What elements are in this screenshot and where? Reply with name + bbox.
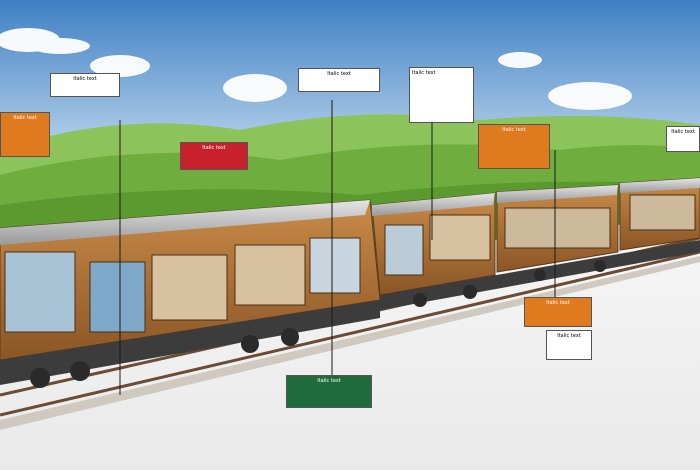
callout-line: Italic text bbox=[502, 127, 526, 133]
callout-line: Italic text bbox=[73, 76, 97, 82]
callout-line: Italic text bbox=[13, 115, 37, 121]
callout-line: Italic text bbox=[557, 333, 581, 339]
callout-line: Italic text bbox=[546, 300, 570, 306]
callout-top-center: Italic text bbox=[298, 68, 380, 92]
callout-line: Italic text bbox=[671, 129, 695, 135]
callout-orange-lower: Italic text bbox=[524, 297, 592, 327]
train bbox=[0, 177, 700, 388]
callout-top-left: Italic text bbox=[50, 73, 120, 97]
callout-white-lower: Italic text bbox=[546, 330, 592, 360]
callout-orange-right: Italic text bbox=[478, 124, 550, 169]
callout-tall-right: Italic text bbox=[409, 67, 474, 123]
callout-line: Italic text bbox=[202, 145, 226, 151]
callout-far-right: Italic text bbox=[666, 126, 700, 152]
callout-red-mid: Italic text bbox=[180, 142, 248, 170]
callout-line: Italic text bbox=[327, 71, 351, 77]
callout-green-bottom: Italic text bbox=[286, 375, 372, 408]
callout-line: Italic text bbox=[317, 378, 341, 384]
callout-orange-left: Italic text bbox=[0, 112, 50, 157]
callout-line: Italic text bbox=[412, 70, 436, 76]
clouds bbox=[0, 28, 632, 110]
